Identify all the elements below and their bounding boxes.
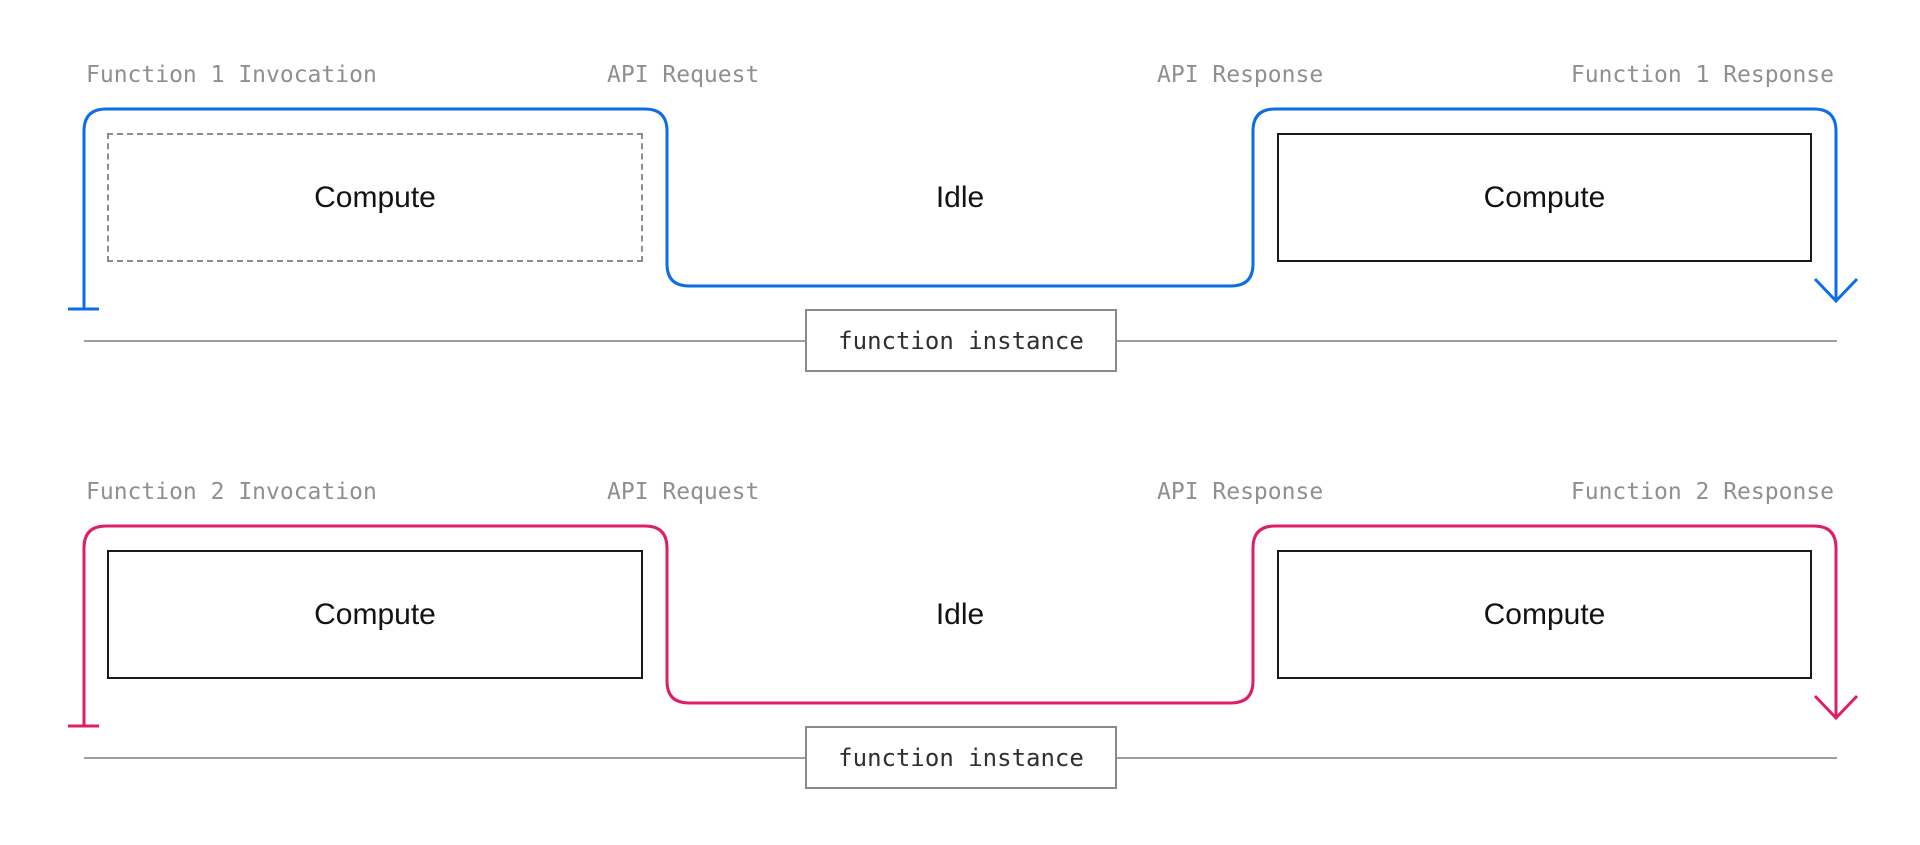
- compute-label: Compute: [314, 180, 436, 214]
- api-response-label: API Response: [1157, 62, 1324, 88]
- compute-label: Compute: [1483, 597, 1606, 631]
- function-instance-box: function instance: [805, 309, 1117, 372]
- idle-zone: Idle: [689, 133, 1231, 262]
- function-instance-label: function instance: [838, 743, 1084, 772]
- compute-label: Compute: [1483, 180, 1606, 214]
- response-arrowhead-icon: [1813, 694, 1859, 721]
- compute-box-warm: Compute: [1277, 133, 1812, 262]
- function-2-response-label: Function 2 Response: [1570, 479, 1834, 505]
- api-request-label: API Request: [607, 479, 760, 505]
- function-1-invocation-label: Function 1 Invocation: [86, 62, 377, 88]
- idle-label: Idle: [935, 597, 985, 631]
- idle-label: Idle: [935, 180, 985, 214]
- function-1-response-label: Function 1 Response: [1570, 62, 1834, 88]
- response-arrowhead-icon: [1813, 277, 1859, 304]
- idle-zone: Idle: [689, 550, 1231, 679]
- compute-box-warm: Compute: [1277, 550, 1812, 679]
- function-1-timeline: Function 1 Invocation API Request API Re…: [0, 0, 1920, 420]
- compute-box-warm: Compute: [107, 550, 643, 679]
- function-instance-label: function instance: [838, 326, 1084, 355]
- function-2-invocation-label: Function 2 Invocation: [86, 479, 377, 505]
- api-request-label: API Request: [607, 62, 760, 88]
- function-2-timeline: Function 2 Invocation API Request API Re…: [0, 417, 1920, 837]
- function-instance-box: function instance: [805, 726, 1117, 789]
- compute-box-cold: Compute: [107, 133, 643, 262]
- api-response-label: API Response: [1157, 479, 1324, 505]
- compute-label: Compute: [314, 597, 436, 631]
